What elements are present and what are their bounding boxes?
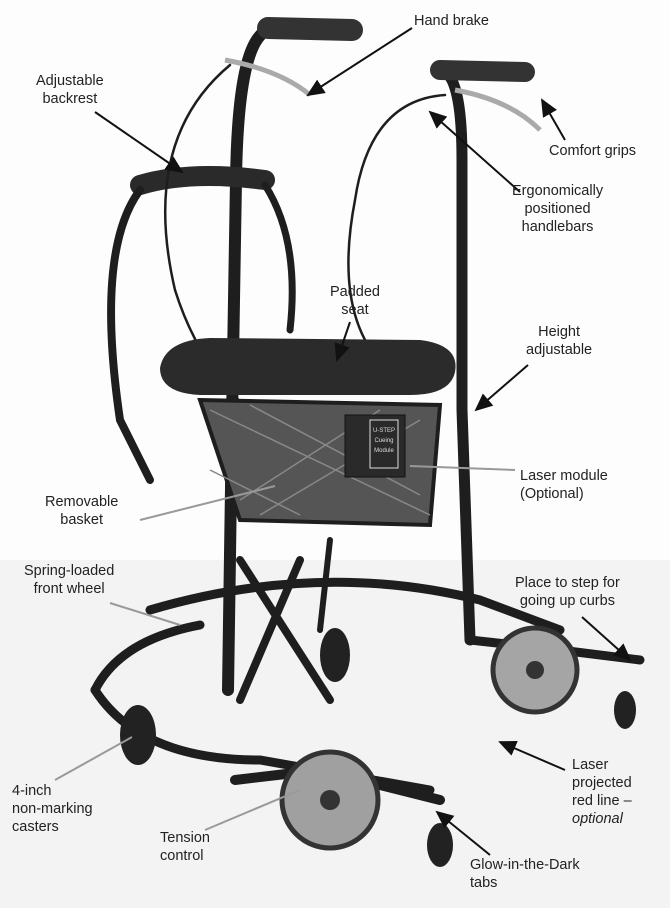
pointer-lines xyxy=(54,27,632,856)
wheels xyxy=(120,625,636,867)
label-hand-brake: Hand brake xyxy=(414,13,489,29)
laser-module: U-STEP Cueing Module xyxy=(344,414,406,478)
label-laser-module: Laser module(Optional) xyxy=(520,468,608,502)
comfort-grips xyxy=(224,17,542,132)
frame xyxy=(90,24,645,805)
module-text: U-STEP xyxy=(373,428,395,434)
padded-seat xyxy=(160,338,456,395)
label-comfort-grips: Comfort grips xyxy=(549,143,637,159)
module-text: Module xyxy=(374,448,394,454)
module-text: Cueing xyxy=(374,438,393,444)
